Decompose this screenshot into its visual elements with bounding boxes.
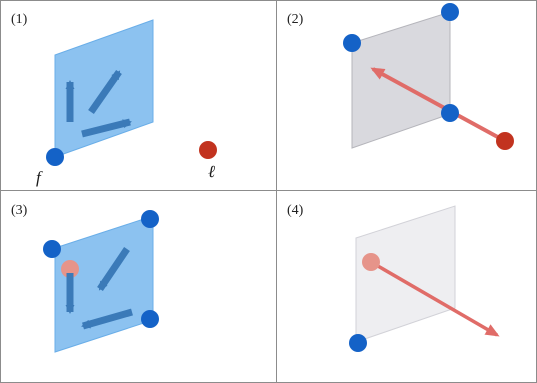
- vertex-point-f: [46, 148, 64, 166]
- panel-1: (1) f ℓ: [11, 12, 217, 187]
- panel-4-label: (4): [287, 203, 304, 218]
- panel-2: (2): [287, 3, 514, 150]
- red-point: [496, 132, 514, 150]
- plane-gray: [351, 11, 451, 149]
- panel-4: (4): [287, 203, 500, 352]
- panel-3: (3): [11, 203, 159, 353]
- vertex-point-top-left: [343, 34, 361, 52]
- vector-arrow-diagonal-down: [97, 247, 130, 291]
- red-point-ell: [199, 141, 217, 159]
- faded-point: [362, 253, 380, 271]
- red-arrow: [370, 67, 506, 143]
- label-f: f: [36, 168, 43, 187]
- vertex-point-top-left: [43, 240, 61, 258]
- vector-arrow-diagonal: [88, 69, 122, 115]
- vector-arrow-left: [81, 308, 133, 330]
- vector-arrow-right: [81, 118, 132, 138]
- panel-2-label: (2): [287, 12, 304, 27]
- label-ell: ℓ: [208, 162, 215, 181]
- panel-1-label: (1): [11, 12, 28, 27]
- faded-point: [61, 260, 79, 278]
- vertex-point-bottom-left: [349, 334, 367, 352]
- vertex-point-right: [441, 104, 459, 122]
- red-arrow: [370, 260, 500, 337]
- plane-faint: [355, 205, 456, 343]
- vertex-point-top-right: [141, 210, 159, 228]
- vector-field-arrows: [65, 247, 133, 330]
- vector-field-arrows: [65, 69, 132, 138]
- panel-3-label: (3): [11, 203, 28, 218]
- vertex-point-top-right: [441, 3, 459, 21]
- vertex-point-right: [141, 310, 159, 328]
